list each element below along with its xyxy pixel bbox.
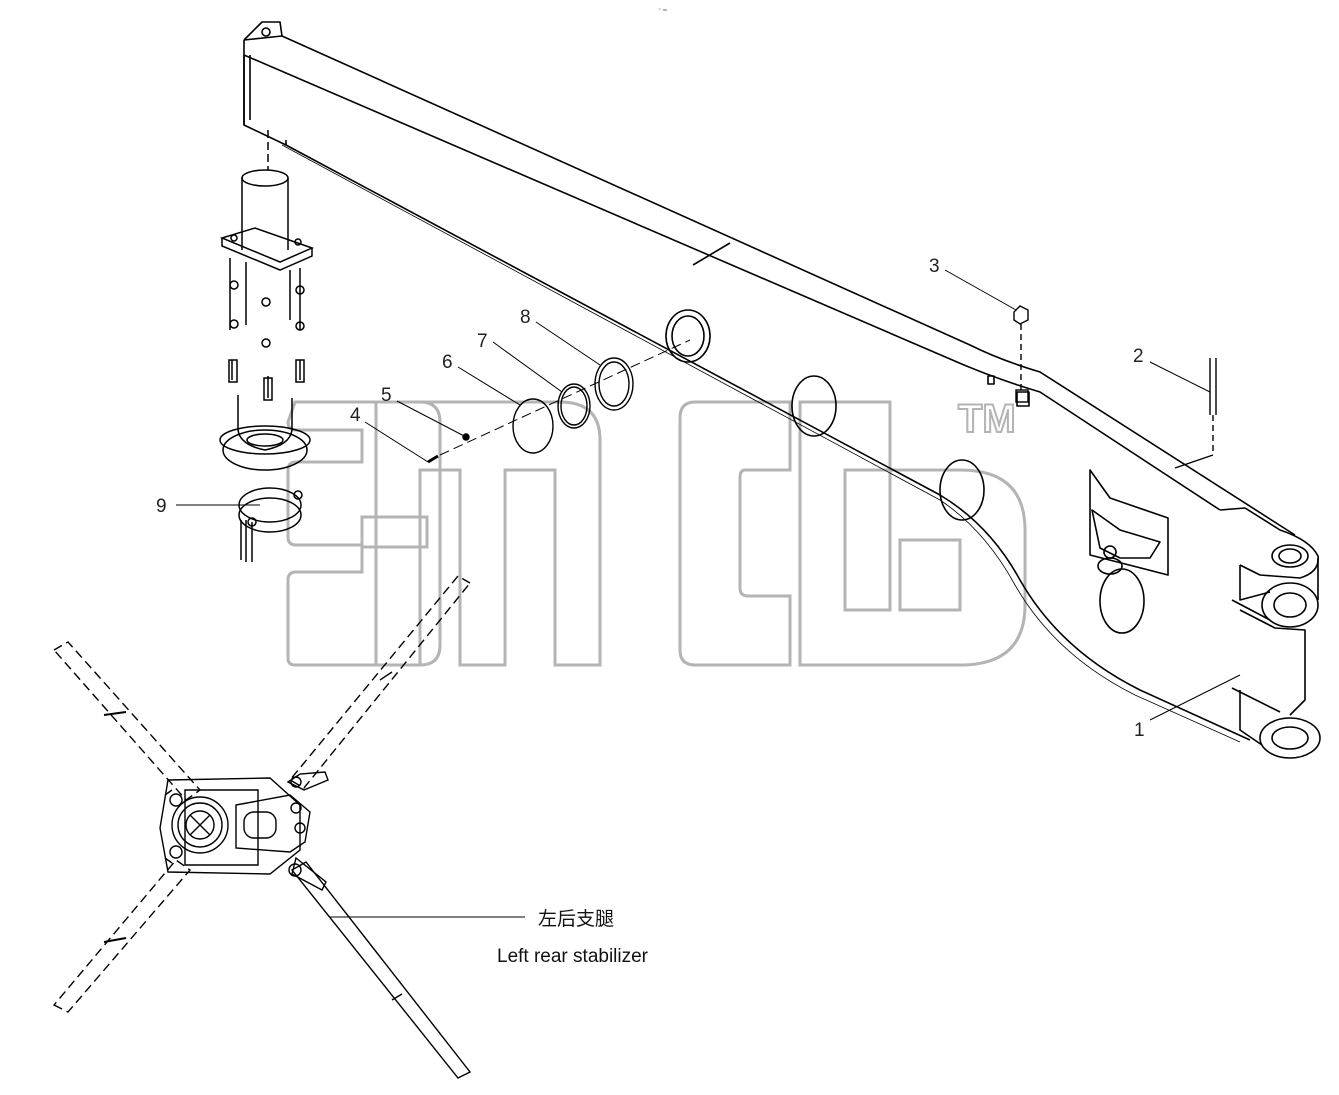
vertical-cylinder-assembly bbox=[219, 130, 315, 471]
callout-9: 9 bbox=[156, 496, 167, 517]
caption-english: Left rear stabilizer bbox=[497, 946, 649, 967]
header-mark: ⁼ ═ bbox=[658, 7, 667, 14]
callout-2: 2 bbox=[1133, 346, 1144, 367]
callout-6: 6 bbox=[442, 352, 453, 373]
callout-1: 1 bbox=[1134, 720, 1145, 741]
callout-5: 5 bbox=[381, 385, 392, 406]
callout-3: 3 bbox=[929, 256, 940, 277]
callout-7: 7 bbox=[477, 331, 488, 352]
callout-4: 4 bbox=[350, 405, 361, 426]
callout-8: 8 bbox=[520, 307, 531, 328]
watermark-logo bbox=[286, 400, 1027, 667]
exploded-small-parts bbox=[427, 305, 1217, 469]
callout-labels: 1 2 3 4 5 6 7 8 9 bbox=[156, 256, 1145, 741]
watermark-trademark: TM bbox=[958, 397, 1016, 441]
caption-chinese: 左后支腿 bbox=[538, 908, 614, 930]
chassis-top-view bbox=[52, 575, 472, 1079]
clamp-part bbox=[238, 487, 303, 562]
callout-leaders bbox=[176, 269, 1241, 721]
outrigger-beam bbox=[243, 21, 1321, 759]
